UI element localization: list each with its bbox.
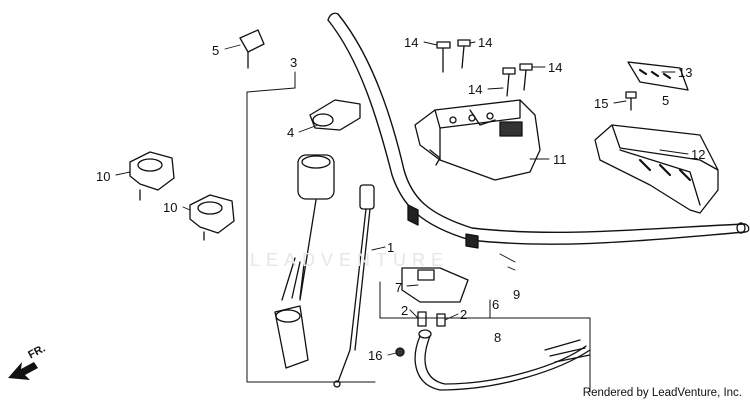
callout-4: 4 [287, 125, 294, 140]
callout-14-d: 14 [548, 60, 562, 75]
switch-bar [627, 61, 689, 91]
callout-1: 1 [387, 240, 394, 255]
handlebar-cover [594, 124, 719, 214]
callout-9: 9 [513, 287, 520, 302]
lower-group-bracket [379, 281, 591, 393]
callout-11: 11 [553, 152, 567, 167]
relay [401, 267, 469, 303]
callout-14-b: 14 [478, 35, 492, 50]
callout-6: 6 [492, 297, 499, 312]
footer-credit: Rendered by LeadVenture, Inc. [582, 387, 742, 399]
forward-arrow-icon [8, 362, 38, 380]
callout-13: 13 [678, 65, 692, 80]
callout-10-upper: 10 [96, 169, 110, 184]
meter-housing [414, 99, 541, 181]
callout-14-c: 14 [468, 82, 482, 97]
callout-16: 16 [368, 348, 382, 363]
wire-harness [414, 329, 591, 391]
handlebar [327, 19, 746, 245]
ignition-key [239, 29, 265, 69]
watermark: LEADVENTURE [250, 250, 450, 270]
bolts [436, 39, 637, 111]
callout-10-lower: 10 [163, 200, 177, 215]
callout-3: 3 [290, 55, 297, 70]
screw [395, 347, 405, 357]
indicator-bulbs [417, 311, 446, 327]
callout-2-right: 2 [460, 307, 467, 322]
callout-5-key: 5 [212, 43, 219, 58]
ignition-switch [274, 99, 361, 369]
callout-7: 7 [395, 280, 402, 295]
callout-14-a: 14 [404, 35, 418, 50]
ignition-group-bracket [246, 87, 376, 383]
callout-2-left: 2 [401, 303, 408, 318]
throttle-cable [333, 184, 375, 388]
callout-12: 12 [691, 147, 705, 162]
callout-8: 8 [494, 330, 501, 345]
handlebar-holders [129, 151, 235, 241]
callout-15: 15 [594, 96, 608, 111]
callout-5-switch: 5 [662, 93, 669, 108]
